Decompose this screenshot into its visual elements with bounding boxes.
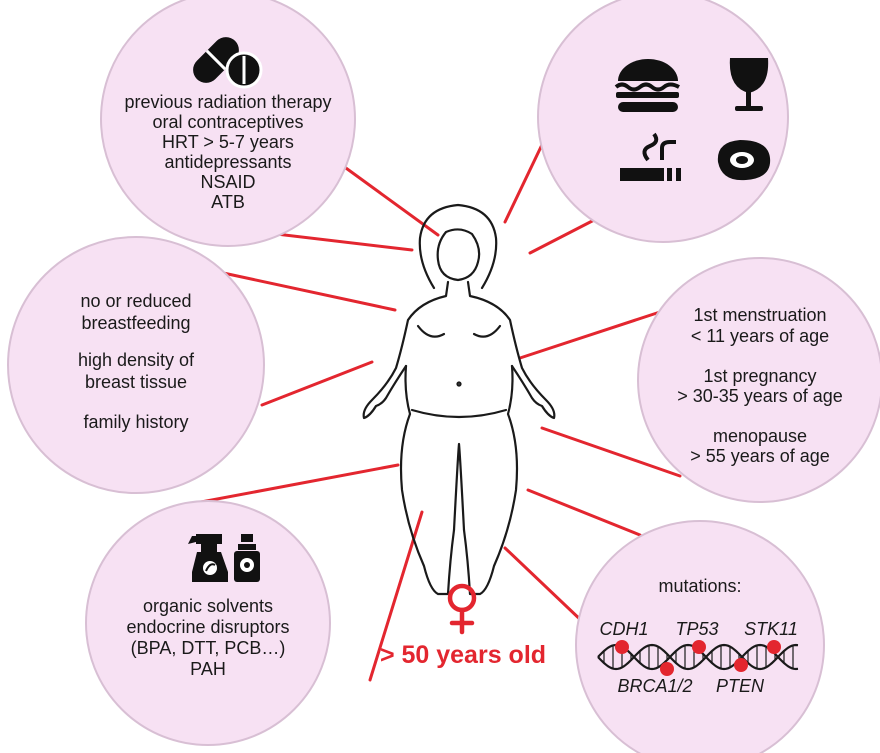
list-line: oral contraceptives	[152, 112, 303, 132]
list-line: ATB	[211, 192, 245, 212]
list-line: no or reduced	[80, 291, 191, 311]
gene-label: CDH1	[599, 619, 648, 639]
list-line: previous radiation therapy	[124, 92, 331, 112]
list-line: organic solvents	[143, 596, 273, 616]
connector-line	[530, 218, 598, 253]
list-line: 1st menstruation	[693, 305, 826, 325]
mutation-marker	[660, 662, 674, 676]
connector-line	[262, 362, 372, 405]
gene-label: TP53	[675, 619, 718, 639]
list-line: family history	[83, 412, 188, 432]
gene-label: BRCA1/2	[617, 676, 692, 696]
female-symbol-icon	[450, 586, 474, 632]
woman-silhouette-icon	[364, 205, 555, 594]
list-line: breastfeeding	[81, 313, 190, 333]
list-line: NSAID	[200, 172, 255, 192]
list-line: endocrine disruptors	[126, 617, 289, 637]
list-line: 1st pregnancy	[703, 366, 816, 386]
genes-top: CDH1 TP53 STK11	[599, 619, 797, 639]
list-line: PAH	[190, 659, 226, 679]
mutation-marker	[692, 640, 706, 654]
list-line: > 55 years of age	[690, 446, 830, 466]
list-line: > 30-35 years of age	[677, 386, 843, 406]
age-label: > 50 years old	[380, 641, 546, 669]
list-line: antidepressants	[164, 152, 291, 172]
connector-line	[520, 312, 660, 358]
burger-icon	[616, 59, 679, 112]
genes-bottom: BRCA1/2 PTEN	[617, 676, 765, 696]
gene-label: STK11	[744, 619, 798, 639]
list-line: (BPA, DTT, PCB…)	[131, 638, 286, 658]
gene-label: PTEN	[716, 676, 765, 696]
list-line: high density of	[78, 350, 195, 370]
connector-line	[505, 548, 585, 624]
list-line: < 11 years of age	[691, 326, 829, 346]
mutation-marker	[767, 640, 781, 654]
connector-line	[185, 465, 398, 505]
lifestyle-bubble	[538, 0, 788, 242]
list-line: HRT > 5-7 years	[162, 132, 294, 152]
connector-line	[528, 490, 640, 535]
list-line: menopause	[713, 426, 807, 446]
meat-steak-icon	[718, 140, 770, 180]
mutations-title: mutations:	[658, 576, 741, 596]
mutation-marker	[734, 658, 748, 672]
list-line: breast tissue	[85, 372, 187, 392]
mutation-marker	[615, 640, 629, 654]
